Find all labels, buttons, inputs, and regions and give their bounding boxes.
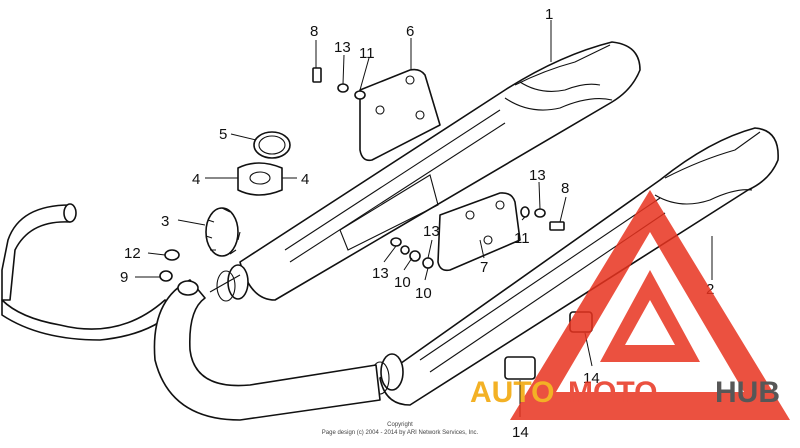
- logo-word-moto: MOTO: [568, 376, 657, 409]
- automotohub-logo: AUTO MOTO HUB: [470, 190, 790, 420]
- gasket-ring: [253, 131, 291, 159]
- bracket-lower: [437, 192, 521, 272]
- callout-13-right: 13: [529, 167, 546, 184]
- callout-10-b: 10: [415, 285, 432, 302]
- callout-11-top: 11: [359, 45, 375, 62]
- triangle-inner-mark: [600, 270, 700, 362]
- warning-triangle-icon: [510, 190, 790, 420]
- copyright-line-1: Copyright: [387, 422, 413, 428]
- logo-word-auto: AUTO: [470, 376, 554, 409]
- callout-4-left: 4: [192, 171, 200, 188]
- spring-collar: [205, 207, 241, 257]
- callout-8-right: 8: [561, 180, 569, 197]
- callout-13-low: 13: [372, 265, 389, 282]
- callout-6: 6: [406, 23, 414, 40]
- callout-13-mid: 13: [423, 223, 440, 240]
- callout-5: 5: [219, 126, 227, 143]
- leader-lines: [135, 20, 713, 417]
- callout-12: 12: [124, 245, 141, 262]
- callout-14-right: 14: [583, 370, 600, 387]
- exhaust-pipes: [1, 203, 381, 421]
- logo-word-hub: HUB: [715, 376, 780, 409]
- callout-3: 3: [161, 213, 169, 230]
- collar-halves: [237, 162, 283, 196]
- upper-muffler: [216, 41, 641, 302]
- callout-10-a: 10: [394, 274, 411, 291]
- callout-1: 1: [545, 6, 553, 23]
- bracket-upper: [359, 68, 441, 162]
- callout-11-right: 11: [514, 230, 530, 247]
- callout-13-top: 13: [334, 39, 351, 56]
- callout-8-top: 8: [310, 23, 318, 40]
- callout-9: 9: [120, 269, 128, 286]
- callout-14-bottom: 14: [512, 424, 529, 441]
- callout-7: 7: [480, 259, 488, 276]
- copyright-line-2: Page design (c) 2004 - 2014 by ARI Netwo…: [322, 430, 479, 436]
- callout-4-right: 4: [301, 171, 309, 188]
- copyright-note: Copyright Page design (c) 2004 - 2014 by…: [322, 422, 479, 436]
- callout-numbers: 1 2 3 4 4 5 6 7 8 8 9 10 10 11 11 12 13 …: [120, 6, 714, 441]
